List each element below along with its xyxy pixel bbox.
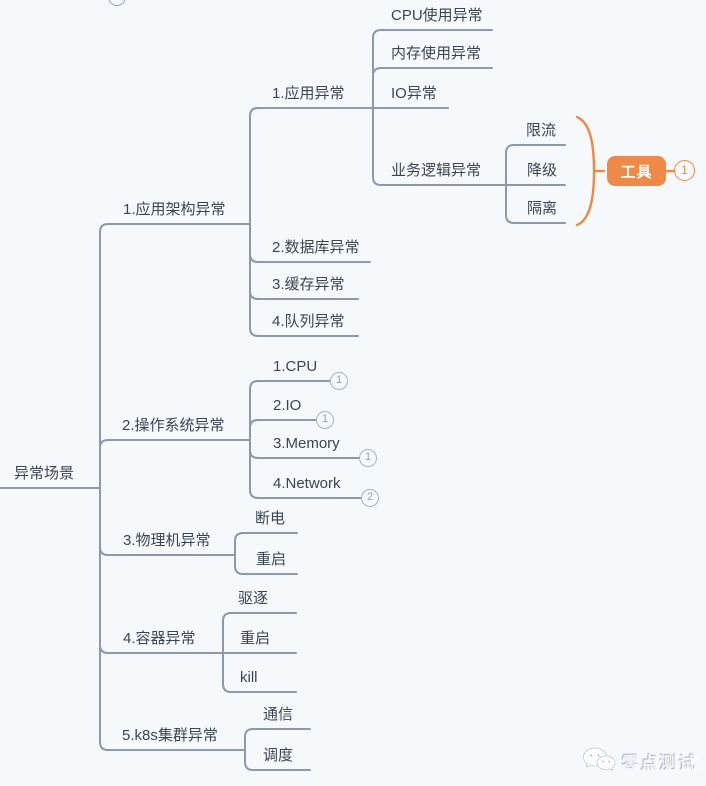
node-degrade[interactable]: 降级 xyxy=(527,162,558,179)
node-os-exception[interactable]: 2.操作系统异常 xyxy=(122,417,225,434)
node-io-exception[interactable]: IO异常 xyxy=(391,85,437,102)
connector-app-mem xyxy=(372,67,493,109)
node-physical-machine-exception[interactable]: 3.物理机异常 xyxy=(123,532,211,549)
node-memory-usage-exception[interactable]: 内存使用异常 xyxy=(391,45,482,62)
wechat-icon xyxy=(583,747,616,772)
node-machine-reboot[interactable]: 重启 xyxy=(256,551,287,568)
node-os-io[interactable]: 2.IO xyxy=(273,397,302,414)
watermark: 零点测试 xyxy=(582,746,698,776)
node-container-exception[interactable]: 4.容器异常 xyxy=(123,630,196,647)
node-os-network[interactable]: 4.Network xyxy=(273,475,341,492)
node-os-cpu[interactable]: 1.CPU xyxy=(273,358,318,375)
summary-tool-button[interactable]: 工具 xyxy=(607,156,666,186)
node-queue-exception[interactable]: 4.队列异常 xyxy=(272,313,345,330)
node-power-off[interactable]: 断电 xyxy=(255,510,286,527)
node-scheduling[interactable]: 调度 xyxy=(263,747,294,764)
connector-branch2-cpu xyxy=(249,380,331,441)
os-memory-count-badge[interactable]: 1 xyxy=(359,449,377,467)
node-isolate[interactable]: 隔离 xyxy=(527,200,558,217)
node-cache-exception[interactable]: 3.缓存异常 xyxy=(272,276,345,293)
connector-biz-limit xyxy=(505,144,566,186)
connector-branch3-power xyxy=(234,532,298,556)
summary-count-badge[interactable]: 1 xyxy=(674,160,695,181)
connector-root-branch5 xyxy=(99,487,246,751)
node-evict[interactable]: 驱逐 xyxy=(238,590,269,607)
connector-branch1-app xyxy=(249,107,374,225)
node-cpu-usage-exception[interactable]: CPU使用异常 xyxy=(391,7,483,24)
node-kill[interactable]: kill xyxy=(240,669,258,686)
connector-branch3-reboot xyxy=(234,554,298,575)
watermark-text: 零点测试 xyxy=(622,753,698,773)
connector-branch2-network xyxy=(249,439,362,499)
node-database-exception[interactable]: 2.数据库异常 xyxy=(272,239,360,256)
connector-root-branch1 xyxy=(99,223,251,489)
node-rate-limit[interactable]: 限流 xyxy=(526,122,557,139)
node-k8s-cluster-exception[interactable]: 5.k8s集群异常 xyxy=(122,727,218,744)
connector-branch2-io xyxy=(249,419,317,441)
summary-brace xyxy=(575,115,606,227)
node-root[interactable]: 异常场景 xyxy=(14,465,75,482)
node-app-exception[interactable]: 1.应用异常 xyxy=(272,85,345,102)
connector-root-branch2 xyxy=(99,439,251,489)
connector-branch5-sched xyxy=(244,749,311,771)
connector-branch1-queue xyxy=(249,223,359,337)
connector-branch4-evict xyxy=(222,612,297,654)
node-container-restart[interactable]: 重启 xyxy=(240,630,271,647)
node-os-memory[interactable]: 3.Memory xyxy=(273,435,340,452)
connector-branch5-comm xyxy=(244,728,311,751)
connector-app-biz xyxy=(372,107,507,186)
connector-biz-isolate xyxy=(505,184,566,224)
os-io-count-badge[interactable]: 1 xyxy=(316,411,334,429)
os-network-count-badge[interactable]: 2 xyxy=(361,489,379,507)
node-communication[interactable]: 通信 xyxy=(263,706,294,723)
os-cpu-count-badge[interactable]: 1 xyxy=(330,372,348,390)
node-business-logic-exception[interactable]: 业务逻辑异常 xyxy=(391,162,482,179)
node-app-arch-exception[interactable]: 1.应用架构异常 xyxy=(123,201,226,218)
connector-branch4-kill xyxy=(222,652,297,693)
connector-app-cpu xyxy=(372,29,493,109)
